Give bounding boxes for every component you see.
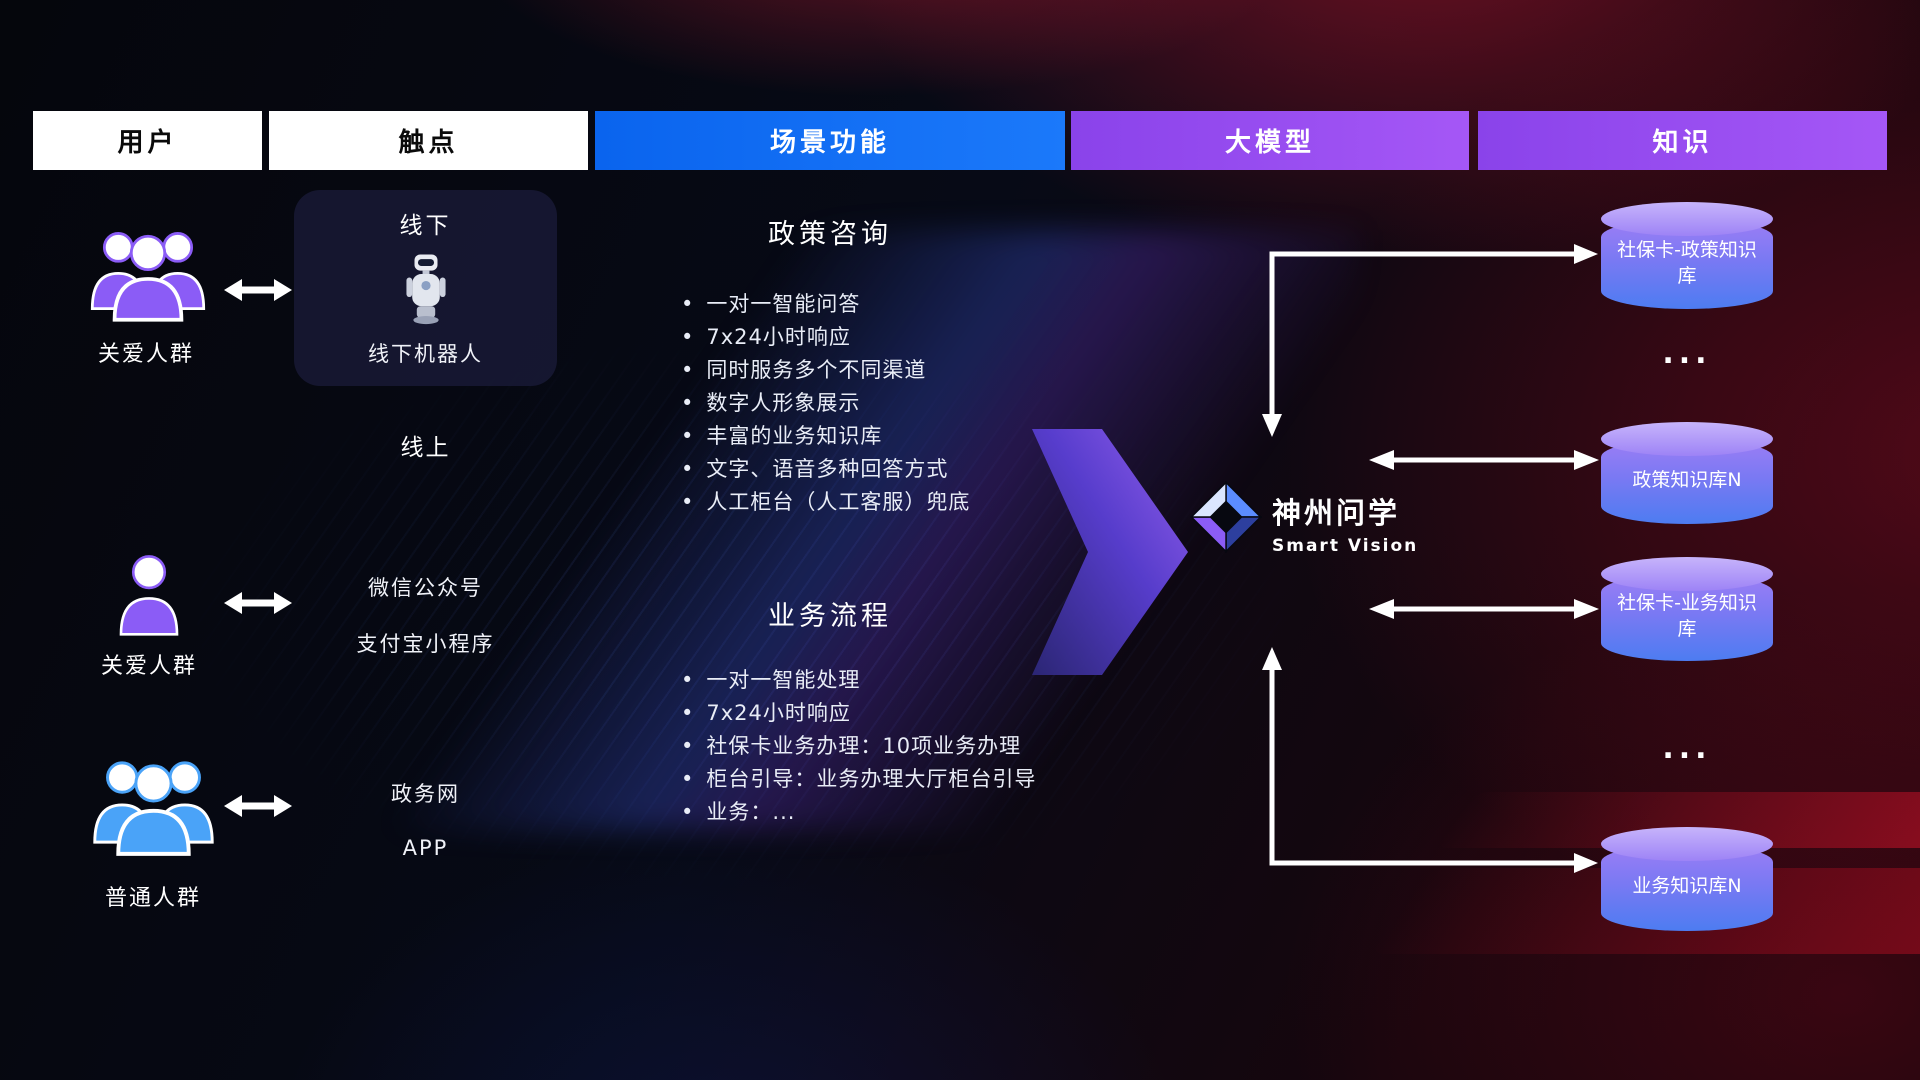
db-cylinder-top — [1601, 827, 1773, 861]
feature-item: 一对一智能问答 — [681, 288, 970, 321]
db-label: 社保卡-业务知识库 — [1617, 592, 1757, 640]
feature-item: 丰富的业务知识库 — [681, 420, 970, 453]
knowledge-db-business-ss-card: 社保卡-业务知识库 — [1601, 557, 1773, 661]
feature-item: 7x24小时响应 — [681, 697, 1036, 730]
online-label: 线上 — [400, 435, 451, 461]
offline-touchpoint-card: 线下 线下机器人 — [294, 190, 557, 386]
column-header-users: 用户 — [33, 111, 262, 170]
db-cylinder-top — [1601, 202, 1773, 236]
model-subtitle: Smart Vision — [1272, 536, 1419, 556]
general-group-icon — [93, 761, 214, 856]
feature-item: 社保卡业务办理：10项业务办理 — [681, 730, 1036, 763]
robot-icon — [405, 254, 446, 325]
ellipsis: ... — [1662, 731, 1712, 766]
column-header-scene-functions: 场景功能 — [595, 111, 1065, 170]
smart-vision-logo-icon — [1190, 481, 1262, 553]
offline-robot-label: 线下机器人 — [368, 342, 483, 366]
business-feature-list: 一对一智能处理 7x24小时响应 社保卡业务办理：10项业务办理 柜台引导：业务… — [681, 664, 1036, 829]
model-name: 神州问学 — [1272, 496, 1401, 530]
column-header-knowledge: 知识 — [1478, 111, 1887, 170]
db-cylinder-top — [1601, 557, 1773, 591]
knowledge-db-policy-n: 政策知识库N — [1601, 422, 1773, 524]
feature-item: 同时服务多个不同渠道 — [681, 354, 970, 387]
knowledge-db-policy-ss-card: 社保卡-政策知识库 — [1601, 202, 1773, 309]
channel-alipay: 支付宝小程序 — [356, 632, 495, 656]
column-header-large-model: 大模型 — [1071, 111, 1469, 170]
user-group-label: 关爱人群 — [100, 654, 197, 679]
single-user-icon — [119, 555, 179, 636]
model-brand: 神州问学 Smart Vision — [1272, 490, 1418, 556]
feature-item: 一对一智能处理 — [681, 664, 1036, 697]
db-label: 社保卡-政策知识库 — [1617, 238, 1757, 287]
channel-wechat: 微信公众号 — [368, 576, 483, 600]
feature-item: 业务：... — [681, 796, 1036, 829]
policy-feature-list: 一对一智能问答 7x24小时响应 同时服务多个不同渠道 数字人形象展示 丰富的业… — [681, 288, 970, 519]
knowledge-db-business-n: 业务知识库N — [1601, 827, 1773, 931]
column-header-touchpoints: 触点 — [269, 111, 588, 170]
channel-app: APP — [402, 836, 449, 860]
offline-label: 线下 — [399, 213, 452, 239]
db-cylinder-top — [1601, 422, 1773, 456]
care-group-icon — [90, 232, 206, 322]
user-group-label: 关爱人群 — [97, 342, 194, 367]
user-group-label: 普通人群 — [104, 886, 201, 911]
db-label: 业务知识库N — [1632, 875, 1742, 898]
ellipsis: ... — [1662, 336, 1712, 371]
feature-item: 人工柜台（人工客服）兜底 — [681, 486, 970, 519]
channel-gov-web: 政务网 — [391, 782, 460, 806]
feature-item: 7x24小时响应 — [681, 321, 970, 354]
feature-item: 数字人形象展示 — [681, 387, 970, 420]
db-label: 政策知识库N — [1632, 469, 1742, 492]
scene-title-business: 业务流程 — [768, 601, 892, 632]
feature-item: 柜台引导：业务办理大厅柜台引导 — [681, 763, 1036, 796]
feature-item: 文字、语音多种回答方式 — [681, 453, 970, 486]
scene-title-policy: 政策咨询 — [768, 219, 892, 250]
flow-arrow-icon — [1032, 429, 1188, 675]
